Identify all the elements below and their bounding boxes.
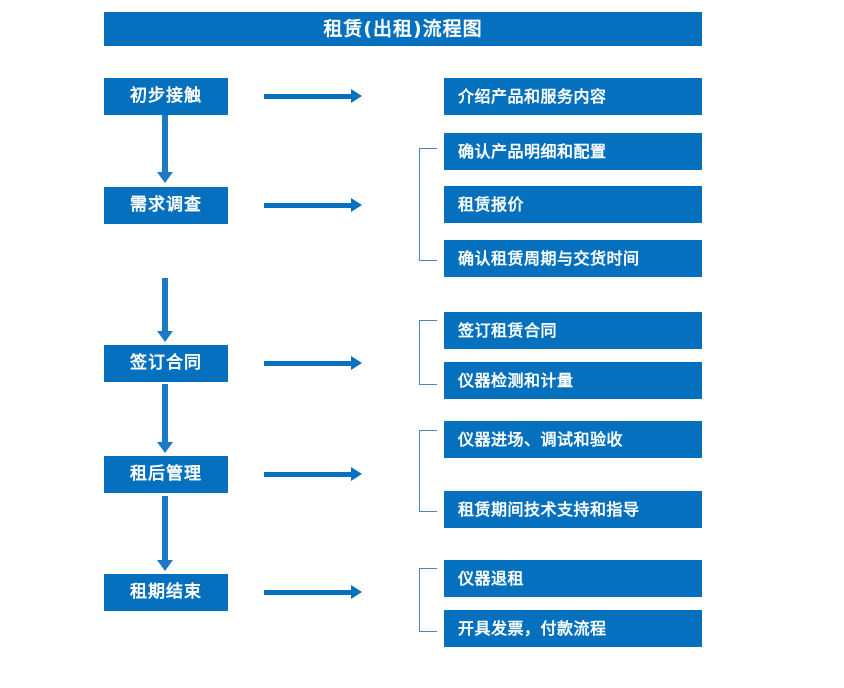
arrow-stage-4-to-stage-5 [157, 496, 173, 571]
detail-box-invoice-payment-process[interactable]: 开具发票，付款流程 [444, 610, 702, 647]
arrow-shaft [162, 384, 168, 442]
arrow-shaft [162, 278, 168, 331]
detail-box-rental-quotation[interactable]: 租赁报价 [444, 186, 702, 223]
arrow-stage-5-to-details [264, 585, 362, 599]
arrow-stage-1-to-details [264, 89, 362, 103]
arrow-head [351, 356, 362, 370]
arrow-stage-2-to-stage-3 [157, 278, 173, 342]
arrow-stage-4-to-details [264, 467, 362, 481]
diagram-title: 租赁(出租)流程图 [104, 12, 702, 46]
detail-box-technical-support-guidance[interactable]: 租赁期间技术支持和指导 [444, 491, 702, 528]
detail-box-confirm-product-details-config[interactable]: 确认产品明细和配置 [444, 133, 702, 170]
bracket-closing-group [419, 568, 437, 632]
arrow-head [351, 467, 362, 481]
arrow-shaft [162, 115, 168, 172]
arrow-shaft [162, 496, 168, 560]
bracket-management-group [419, 430, 437, 512]
arrow-head [157, 331, 173, 342]
stage-box-sign-contract[interactable]: 签订合同 [104, 345, 228, 382]
bracket-contract-group [419, 320, 437, 385]
detail-box-instrument-return[interactable]: 仪器退租 [444, 560, 702, 597]
stage-box-initial-contact[interactable]: 初步接触 [104, 78, 228, 115]
arrow-head [157, 442, 173, 453]
arrow-shaft [264, 472, 352, 477]
arrow-head [351, 198, 362, 212]
arrow-head [351, 585, 362, 599]
arrow-shaft [264, 361, 352, 366]
arrow-head [157, 172, 173, 183]
stage-box-post-rental-management[interactable]: 租后管理 [104, 456, 228, 493]
arrow-head [351, 89, 362, 103]
detail-box-sign-rental-contract[interactable]: 签订租赁合同 [444, 312, 702, 349]
detail-box-instrument-inspection-metering[interactable]: 仪器检测和计量 [444, 362, 702, 399]
arrow-shaft [264, 94, 352, 99]
detail-box-confirm-lease-period-delivery[interactable]: 确认租赁周期与交货时间 [444, 240, 702, 277]
detail-box-instrument-entry-commissioning-acceptance[interactable]: 仪器进场、调试和验收 [444, 421, 702, 458]
stage-box-lease-end[interactable]: 租期结束 [104, 574, 228, 611]
bracket-requirements-group [419, 148, 437, 261]
arrow-head [157, 560, 173, 571]
detail-box-introduce-products-services[interactable]: 介绍产品和服务内容 [444, 78, 702, 115]
arrow-shaft [264, 590, 352, 595]
arrow-stage-3-to-details [264, 356, 362, 370]
arrow-stage-2-to-details [264, 198, 362, 212]
stage-box-requirements-survey[interactable]: 需求调查 [104, 187, 228, 224]
arrow-shaft [264, 203, 352, 208]
arrow-stage-3-to-stage-4 [157, 384, 173, 453]
arrow-stage-1-to-stage-2 [157, 115, 173, 183]
